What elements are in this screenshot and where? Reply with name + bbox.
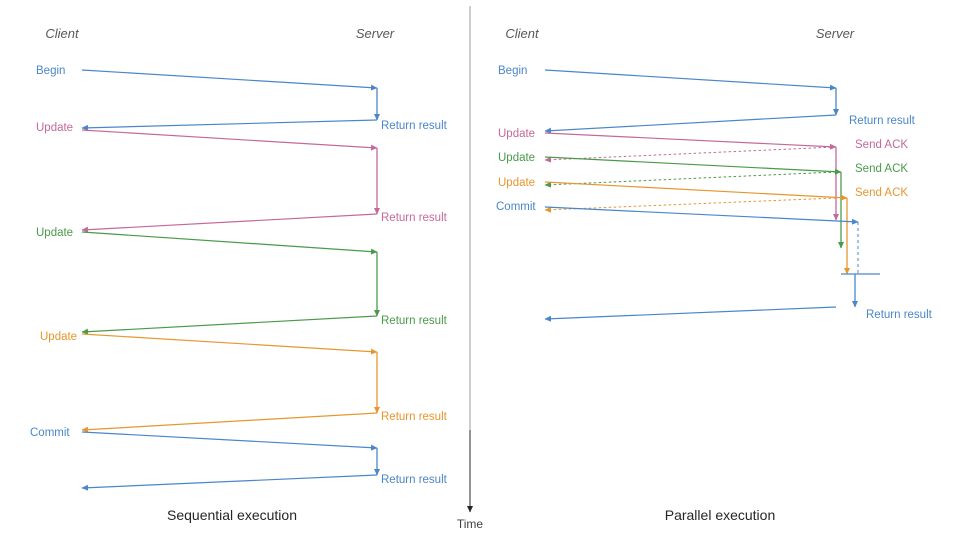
time-axis-label: Time [457, 517, 484, 531]
message-label-return-begin-sequential: Return result [381, 120, 448, 132]
message-label-update-3-parallel: Update [498, 177, 535, 189]
lane-label-client-sequential: Client [45, 26, 80, 41]
message-arrow-update-3-parallel [544, 181, 848, 201]
message-label-ack-3-parallel: Send ACK [855, 187, 908, 199]
message-arrow-update-2-sequential [81, 231, 378, 255]
message-label-update-3-sequential: Update [40, 331, 77, 343]
message-label-begin-sequential: Begin [36, 65, 65, 77]
message-label-ack-2-parallel: Send ACK [855, 163, 908, 175]
message-arrow-return-final-parallel [544, 306, 837, 322]
message-label-return-begin-parallel: Return result [849, 115, 916, 127]
message-arrow-update-2-parallel [544, 156, 842, 175]
lane-label-server-parallel: Server [816, 26, 855, 41]
message-arrow-ack-2-parallel [544, 171, 837, 188]
message-label-return-3-sequential: Return result [381, 411, 448, 423]
message-label-update-1-parallel: Update [498, 128, 535, 140]
message-arrow-return-2-sequential [81, 315, 378, 335]
message-arrow-ack-3-parallel [544, 197, 837, 213]
message-label-return-commit-sequential: Return result [381, 474, 448, 486]
message-arrow-update-1-sequential [81, 129, 378, 151]
message-label-update-2-parallel: Update [498, 152, 535, 164]
message-arrow-return-begin-sequential [81, 119, 378, 131]
message-label-update-2-sequential: Update [36, 227, 73, 239]
message-arrow-commit-sequential [81, 431, 378, 451]
message-arrow-return-3-sequential [81, 412, 378, 433]
lane-label-client-parallel: Client [505, 26, 540, 41]
panel-caption-sequential: Sequential execution [167, 507, 297, 523]
message-arrow-begin-parallel [544, 69, 837, 91]
message-arrow-ack-1-parallel [544, 146, 837, 163]
message-arrow-commit-parallel [544, 206, 859, 225]
message-label-commit-sequential: Commit [30, 427, 70, 439]
lane-label-server-sequential: Server [356, 26, 395, 41]
panel-caption-parallel: Parallel execution [665, 507, 776, 523]
message-arrow-update-3-sequential [81, 333, 378, 355]
message-arrow-update-1-parallel [544, 132, 837, 150]
message-label-return-1-sequential: Return result [381, 212, 448, 224]
message-arrow-return-begin-parallel [544, 114, 837, 134]
message-arrow-return-commit-sequential [81, 474, 378, 491]
message-label-commit-parallel: Commit [496, 201, 536, 213]
message-label-return-2-sequential: Return result [381, 315, 448, 327]
message-label-update-1-sequential: Update [36, 122, 73, 134]
message-label-ack-1-parallel: Send ACK [855, 139, 908, 151]
message-arrow-begin-sequential [81, 69, 378, 91]
message-label-return-final-parallel: Return result [866, 309, 933, 321]
message-arrow-return-1-sequential [81, 213, 378, 233]
message-label-begin-parallel: Begin [498, 65, 527, 77]
